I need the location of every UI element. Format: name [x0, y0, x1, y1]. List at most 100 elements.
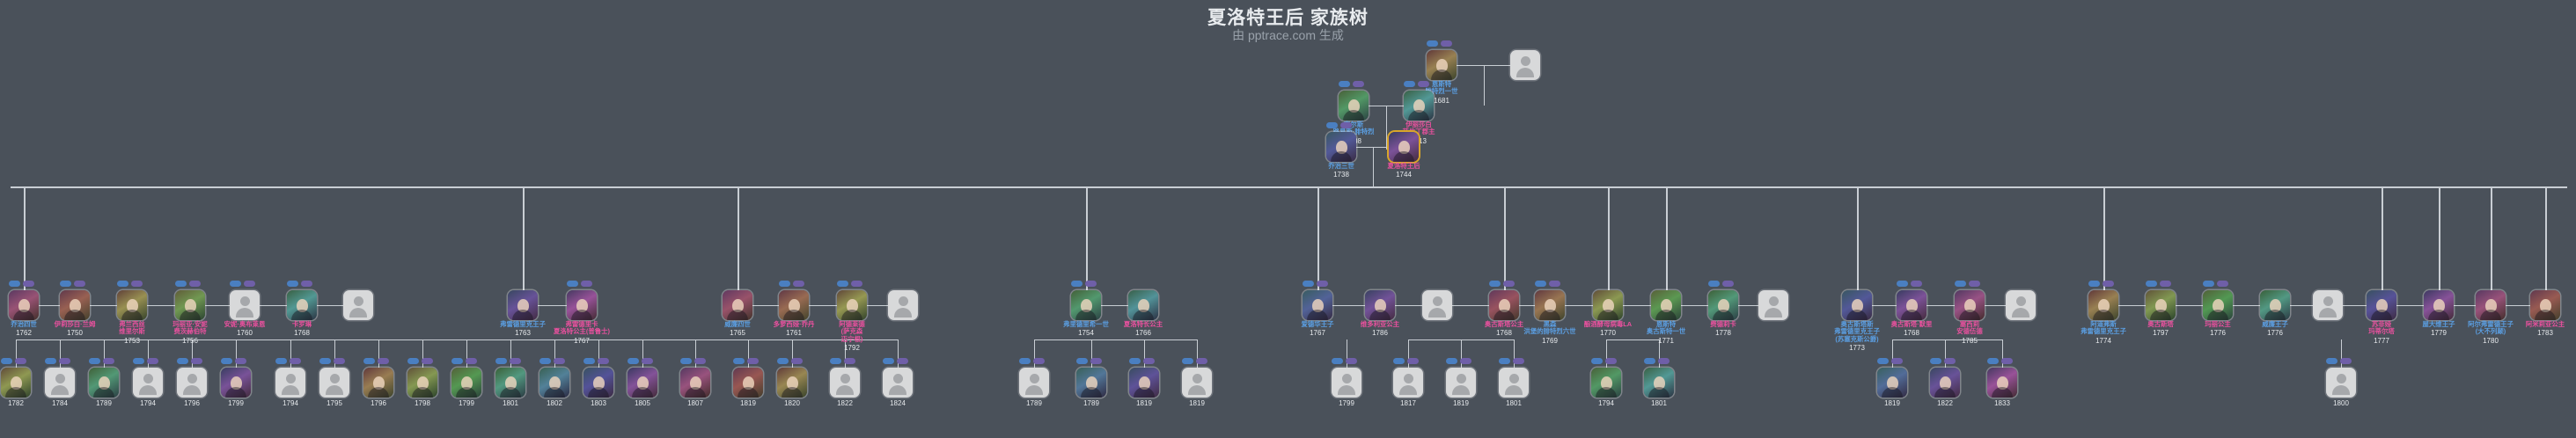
portrait-thumbnail[interactable]	[1535, 290, 1565, 320]
person-node[interactable]: 1798	[407, 358, 437, 407]
person-placeholder-icon[interactable]	[1499, 368, 1529, 398]
person-node[interactable]: 1833	[1987, 358, 2017, 407]
portrait-thumbnail[interactable]	[1644, 368, 1674, 398]
portrait-thumbnail[interactable]	[1071, 290, 1101, 320]
portrait-thumbnail[interactable]	[1128, 290, 1158, 320]
portrait-thumbnail[interactable]	[2424, 290, 2454, 320]
person-placeholder-icon[interactable]	[2313, 290, 2343, 320]
person-node[interactable]: 1817	[1393, 358, 1423, 407]
person-placeholder-icon[interactable]	[2006, 290, 2036, 320]
portrait-thumbnail[interactable]	[2146, 290, 2176, 320]
portrait-thumbnail[interactable]	[117, 290, 147, 320]
person-node[interactable]: 1819	[1129, 358, 1159, 407]
portrait-thumbnail[interactable]	[837, 290, 867, 320]
person-node[interactable]	[2006, 290, 2036, 320]
portrait-thumbnail[interactable]	[1593, 290, 1623, 320]
portrait-thumbnail[interactable]	[1389, 132, 1419, 162]
person-node[interactable]	[1758, 290, 1788, 320]
portrait-thumbnail[interactable]	[1, 368, 31, 398]
portrait-thumbnail[interactable]	[1076, 368, 1106, 398]
portrait-thumbnail[interactable]	[287, 290, 317, 320]
person-node[interactable]: 1794	[275, 358, 305, 407]
person-node[interactable]: 1822	[830, 358, 860, 407]
person-placeholder-icon[interactable]	[343, 290, 373, 320]
portrait-thumbnail[interactable]	[451, 368, 481, 398]
person-node[interactable]: 1784	[45, 358, 75, 407]
person-node[interactable]: 阿德莱德 (萨克森 迈宁根)1792	[837, 281, 867, 352]
person-node[interactable]: 1824	[883, 358, 913, 407]
person-node[interactable]: 1796	[363, 358, 393, 407]
portrait-thumbnail[interactable]	[1129, 368, 1159, 398]
person-node[interactable]: 1799	[451, 358, 481, 407]
person-node[interactable]: 1796	[177, 358, 207, 407]
portrait-thumbnail[interactable]	[1489, 290, 1519, 320]
portrait-thumbnail[interactable]	[733, 368, 763, 398]
person-placeholder-icon[interactable]	[133, 368, 163, 398]
person-node[interactable]: 1795	[319, 358, 349, 407]
person-placeholder-icon[interactable]	[177, 368, 207, 398]
portrait-thumbnail[interactable]	[1651, 290, 1681, 320]
portrait-thumbnail[interactable]	[1987, 368, 2017, 398]
portrait-thumbnail[interactable]	[1339, 91, 1369, 120]
person-placeholder-icon[interactable]	[1393, 368, 1423, 398]
person-placeholder-icon[interactable]	[45, 368, 75, 398]
portrait-thumbnail[interactable]	[221, 368, 251, 398]
person-node[interactable]: 1799	[221, 358, 251, 407]
portrait-thumbnail[interactable]	[777, 368, 807, 398]
person-node[interactable]: 1803	[583, 358, 613, 407]
portrait-thumbnail[interactable]	[1930, 368, 1960, 398]
person-placeholder-icon[interactable]	[319, 368, 349, 398]
person-node[interactable]: 1800	[2326, 358, 2356, 407]
portrait-thumbnail[interactable]	[1877, 368, 1907, 398]
person-node[interactable]: 1822	[1930, 358, 1960, 407]
portrait-thumbnail[interactable]	[583, 368, 613, 398]
person-node[interactable]: 1801	[1499, 358, 1529, 407]
person-node[interactable]: 阿尔弗雷德王子 (大不列颠)1780	[2468, 290, 2514, 345]
person-node[interactable]: 1819	[1877, 358, 1907, 407]
portrait-thumbnail[interactable]	[1708, 290, 1738, 320]
person-placeholder-icon[interactable]	[2326, 368, 2356, 398]
person-node[interactable]: 1802	[539, 358, 569, 407]
person-node[interactable]: 1807	[680, 358, 710, 407]
person-node[interactable]: 1819	[1446, 358, 1476, 407]
person-node[interactable]	[1510, 50, 1540, 80]
portrait-thumbnail[interactable]	[9, 290, 39, 320]
person-placeholder-icon[interactable]	[1182, 368, 1212, 398]
person-placeholder-icon[interactable]	[1758, 290, 1788, 320]
person-node[interactable]: 1819	[733, 358, 763, 407]
portrait-thumbnail[interactable]	[1365, 290, 1395, 320]
portrait-thumbnail[interactable]	[2476, 290, 2506, 320]
portrait-thumbnail[interactable]	[1591, 368, 1621, 398]
portrait-thumbnail[interactable]	[60, 290, 90, 320]
portrait-thumbnail[interactable]	[1326, 132, 1356, 162]
person-placeholder-icon[interactable]	[1510, 50, 1540, 80]
portrait-thumbnail[interactable]	[363, 368, 393, 398]
portrait-thumbnail[interactable]	[1897, 290, 1926, 320]
portrait-thumbnail[interactable]	[567, 290, 597, 320]
person-node[interactable]: 1794	[1591, 358, 1621, 407]
portrait-thumbnail[interactable]	[89, 368, 119, 398]
portrait-thumbnail[interactable]	[2530, 290, 2560, 320]
portrait-thumbnail[interactable]	[1842, 290, 1872, 320]
